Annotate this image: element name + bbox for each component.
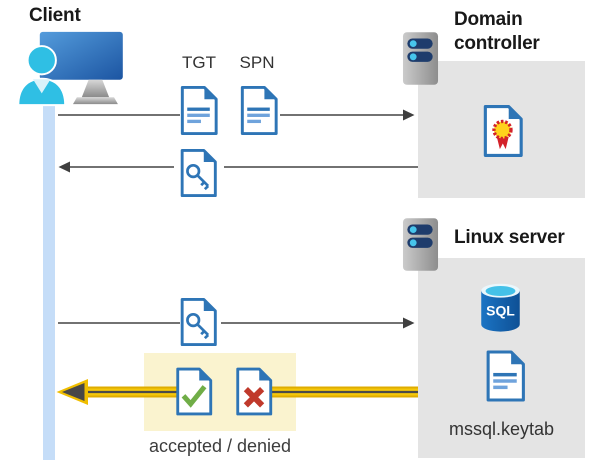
tgt-label: TGT: [182, 53, 216, 72]
sql-badge-text: SQL: [486, 303, 515, 319]
certificate-document-icon: [483, 105, 523, 157]
client-title: Client: [29, 5, 81, 26]
result-label: accepted / denied: [148, 436, 292, 456]
linux-server-title: Linux server: [454, 227, 565, 248]
client-workstation-icon: [17, 31, 123, 107]
denied-document-icon: [236, 367, 273, 416]
domain-controller-title: Domain controller: [454, 9, 540, 54]
keytab-filename: mssql.keytab: [448, 419, 555, 439]
keytab-document-icon: [486, 350, 525, 402]
sql-database-icon: SQL: [481, 283, 520, 332]
arrow-linux-to-client-highlighted: [56, 379, 418, 405]
arrow-client-to-linux: [58, 317, 415, 329]
spn-label: SPN: [239, 53, 275, 72]
key-document-icon: [180, 148, 217, 198]
key-document-icon: [180, 297, 217, 347]
server-icon: [402, 32, 439, 85]
spn-document-icon: [240, 85, 278, 136]
tgt-document-icon: [180, 85, 218, 136]
client-timeline-bar: [43, 84, 55, 460]
arrow-dc-to-client: [58, 161, 418, 173]
server-icon: [402, 218, 439, 271]
accepted-document-icon: [176, 367, 213, 416]
arrow-client-to-dc: [58, 109, 415, 121]
